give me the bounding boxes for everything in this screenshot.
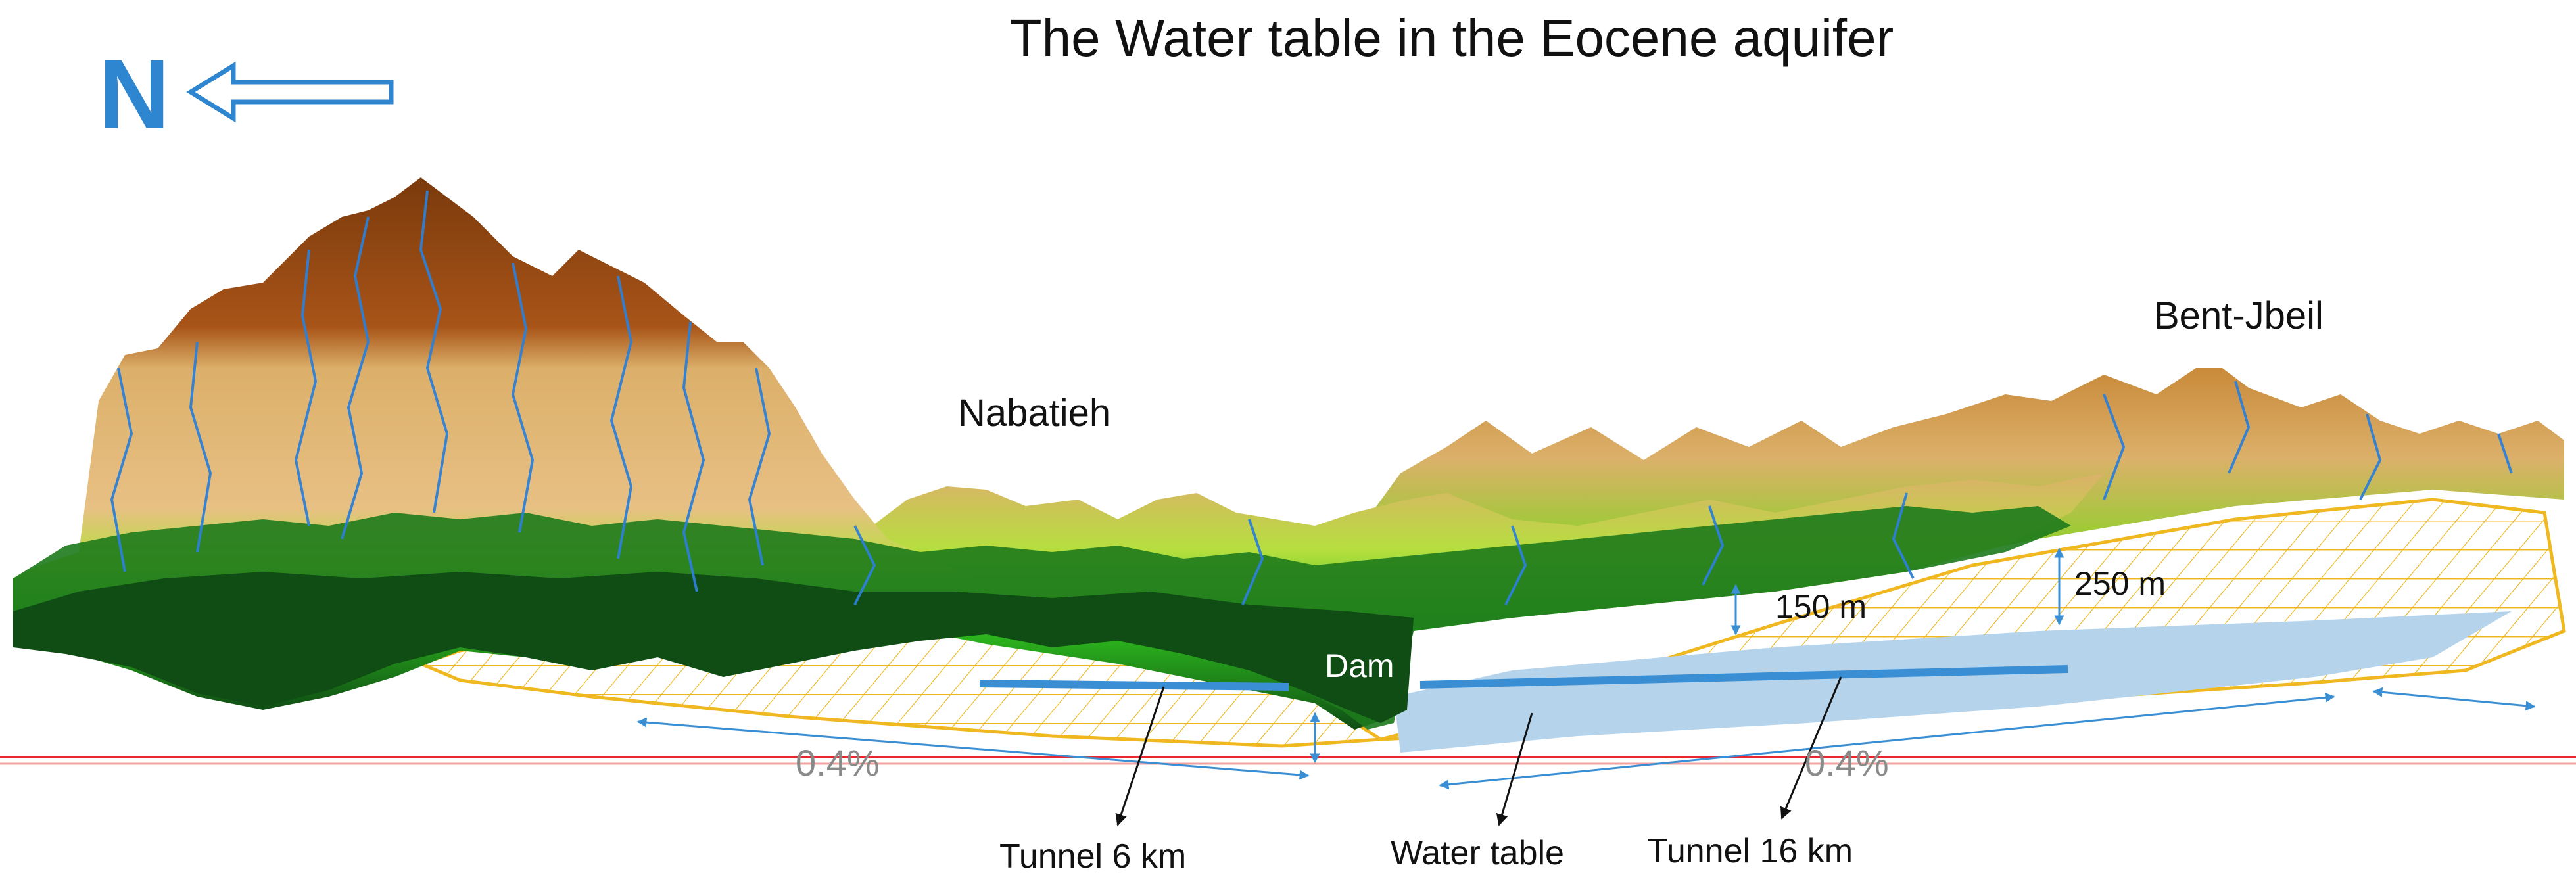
- north-arrow-icon: [186, 61, 394, 123]
- tunnel-16km: [1419, 665, 2068, 689]
- north-indicator: N: [99, 39, 394, 149]
- place-label-bent-jbeil: Bent-Jbeil: [2154, 294, 2324, 337]
- tunnel-6km: [979, 680, 1289, 691]
- callout-tunnel-16km: Tunnel 16 km: [1647, 832, 1853, 870]
- sea-level-baseline: [0, 756, 2576, 765]
- slope-label-left: 0.4%: [796, 742, 880, 783]
- diagram-title: The Water table in the Eocene aquifer: [1010, 9, 1894, 67]
- dimension-arrows: [636, 547, 2536, 790]
- callout-water-table: Water table: [1391, 834, 1564, 872]
- terrain-model: [13, 177, 2564, 730]
- callout-tunnel-6km: Tunnel 6 km: [999, 837, 1186, 875]
- place-label-nabatieh: Nabatieh: [958, 392, 1110, 434]
- north-label: N: [99, 39, 170, 149]
- slope-label-right: 0.4%: [1805, 742, 1889, 783]
- dimension-label-250m: 250 m: [2074, 565, 2166, 602]
- dam-label: Dam: [1325, 647, 1395, 684]
- dimension-label-150m: 150 m: [1775, 588, 1867, 625]
- callout-arrows: [1115, 676, 1842, 826]
